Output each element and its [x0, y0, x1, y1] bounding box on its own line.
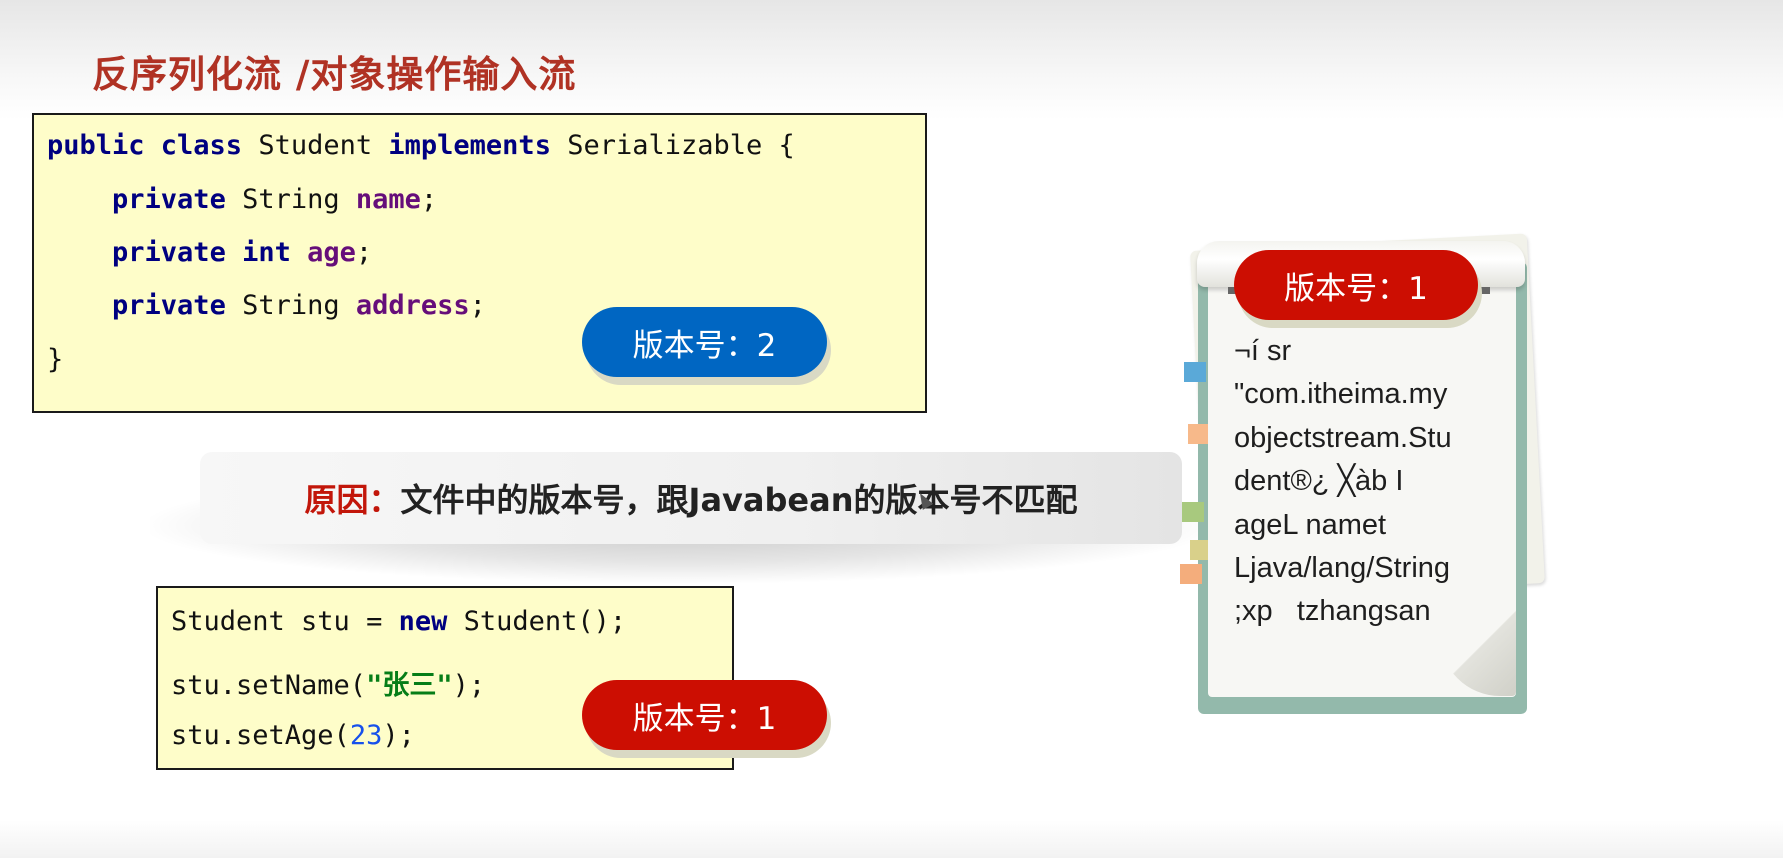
- code-token: );: [382, 720, 415, 751]
- code-token: String: [225, 290, 356, 321]
- notebook-tab: [1182, 502, 1204, 522]
- object-code-line: stu.setName("张三");: [171, 663, 485, 702]
- code-token: "张三": [366, 670, 453, 701]
- code-token: ;: [355, 237, 373, 268]
- code-token: new: [398, 606, 448, 637]
- notebook-tab: [1188, 424, 1210, 444]
- code-token: String: [225, 184, 356, 215]
- object-version-badge: 版本号：1: [582, 680, 827, 750]
- code-token: [47, 290, 112, 321]
- code-token: stu.setAge(: [171, 720, 350, 751]
- class-code-line: private int age;: [47, 237, 372, 268]
- code-token: ;: [469, 290, 486, 321]
- class-code-line: }: [47, 344, 63, 375]
- code-token: ;: [420, 184, 438, 215]
- class-code-block: public class Student implements Serializ…: [32, 113, 927, 413]
- code-token: address: [355, 290, 470, 321]
- code-token: 23: [349, 720, 383, 751]
- code-token: name: [355, 184, 421, 215]
- code-token: private: [112, 184, 226, 215]
- file-content-line: Ljava/lang/String: [1234, 552, 1451, 585]
- code-token: public class: [47, 130, 243, 161]
- file-content-line: ageL namet: [1234, 508, 1387, 541]
- slide-title: 反序列化流 /对象操作输入流: [92, 53, 577, 96]
- code-token: Student: [242, 130, 389, 161]
- code-token: }: [47, 344, 64, 375]
- code-token: age: [307, 237, 356, 268]
- code-token: private: [112, 290, 226, 321]
- file-version-badge: 版本号：1: [1234, 250, 1478, 320]
- file-content-line: ;xp tzhangsan: [1234, 595, 1431, 628]
- class-code-line: private String address;: [47, 290, 486, 321]
- serialized-file-content: ¬í sr "com.itheima.my objectstream.Stu d…: [1234, 330, 1514, 634]
- code-token: [47, 184, 112, 215]
- reason-banner: 原因：文件中的版本号，跟Javabean的版本号不匹配: [200, 452, 1182, 544]
- class-code-line: private String name;: [47, 184, 437, 215]
- file-content-line: dent®¿ ╳àb I: [1234, 465, 1404, 498]
- code-token: Student();: [447, 606, 627, 637]
- code-token: [291, 237, 307, 268]
- code-token: private int: [112, 237, 291, 268]
- file-content-line: "com.itheima.my: [1234, 378, 1448, 411]
- code-token: Student stu =: [171, 606, 399, 637]
- reason-text: 文件中的版本号，跟Javabean的版本号不匹配: [400, 481, 1078, 519]
- object-code-line: Student stu = new Student();: [171, 606, 626, 637]
- class-code-line: public class Student implements Serializ…: [47, 130, 795, 161]
- code-token: implements: [388, 130, 551, 161]
- code-token: stu.setName(: [171, 670, 367, 701]
- notebook-tab: [1190, 540, 1212, 560]
- notebook-tab: [1180, 564, 1202, 584]
- reason-label: 原因：: [304, 481, 401, 519]
- code-token: );: [452, 670, 486, 701]
- notebook-tab: [1184, 362, 1206, 382]
- code-token: [47, 237, 112, 268]
- file-content-line: ¬í sr: [1234, 335, 1292, 367]
- file-content-line: objectstream.Stu: [1234, 421, 1452, 454]
- object-code-line: stu.setAge(23);: [171, 720, 415, 751]
- class-version-badge: 版本号：2: [582, 307, 827, 377]
- code-token: Serializable {: [550, 130, 795, 161]
